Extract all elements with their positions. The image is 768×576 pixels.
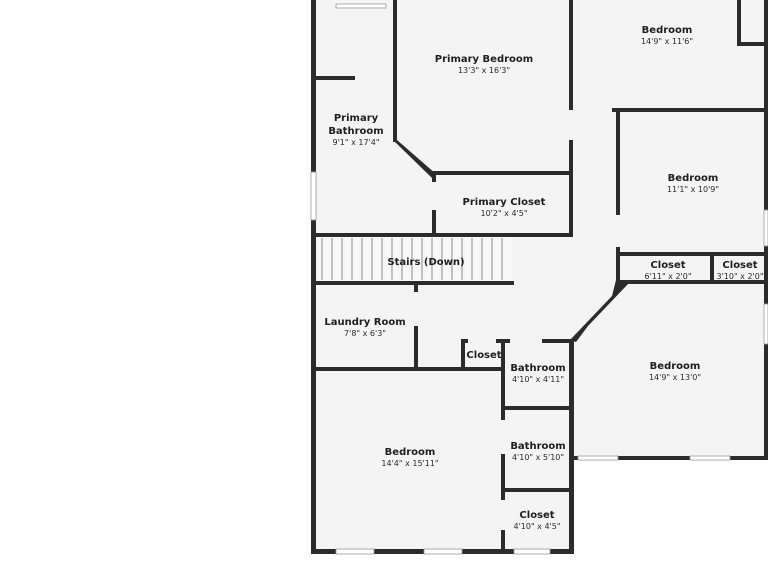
room-name-bedroom-bottom-left: Bedroom bbox=[385, 447, 436, 458]
room-dims-closet-right-1: 6'11" x 2'0" bbox=[644, 272, 691, 281]
room-name-closet-small: Closet bbox=[466, 350, 501, 361]
room-name-closet-right-1: Closet bbox=[650, 260, 685, 271]
room-name-closet-bottom: Closet bbox=[519, 510, 554, 521]
room-name-bedroom-top-right: Bedroom bbox=[642, 25, 693, 36]
room-name-bathroom-1: Bathroom bbox=[510, 363, 565, 374]
room-name-primary-closet: Primary Closet bbox=[463, 197, 546, 208]
room-name-closet-right-2: Closet bbox=[722, 260, 757, 271]
room-name-primary-bathroom-line2: Bathroom bbox=[328, 126, 383, 137]
room-name-stairs: Stairs (Down) bbox=[387, 257, 464, 268]
room-dims-bedroom-top-right: 14'9" x 11'6" bbox=[641, 37, 693, 46]
room-dims-primary-closet: 10'2" x 4'5" bbox=[480, 209, 527, 218]
room-name-bedroom-lower-right: Bedroom bbox=[650, 361, 701, 372]
room-labels: Primary Bedroom 13'3" x 16'3" Bedroom 14… bbox=[324, 25, 763, 531]
room-dims-closet-right-2: 3'10" x 2'0" bbox=[716, 272, 763, 281]
room-dims-laundry-room: 7'8" x 6'3" bbox=[344, 329, 386, 338]
room-dims-bathroom-1: 4'10" x 4'11" bbox=[512, 375, 564, 384]
room-name-bedroom-right: Bedroom bbox=[668, 173, 719, 184]
room-name-primary-bathroom-line1: Primary bbox=[334, 113, 379, 124]
room-dims-primary-bedroom: 13'3" x 16'3" bbox=[458, 66, 510, 75]
stairs-treads bbox=[318, 237, 512, 281]
room-dims-primary-bathroom: 9'1" x 17'4" bbox=[332, 138, 379, 147]
room-name-laundry-room: Laundry Room bbox=[324, 317, 405, 328]
room-name-primary-bedroom: Primary Bedroom bbox=[435, 54, 533, 65]
door-openings bbox=[414, 108, 620, 530]
room-dims-bedroom-lower-right: 14'9" x 13'0" bbox=[649, 373, 701, 382]
windows bbox=[310, 3, 768, 555]
room-dims-bathroom-2: 4'10" x 5'10" bbox=[512, 453, 564, 462]
room-dims-bedroom-bottom-left: 14'4" x 15'11" bbox=[381, 459, 438, 468]
room-dims-bedroom-right: 11'1" x 10'9" bbox=[667, 185, 719, 194]
room-dims-closet-bottom: 4'10" x 4'5" bbox=[513, 522, 560, 531]
room-name-bathroom-2: Bathroom bbox=[510, 441, 565, 452]
